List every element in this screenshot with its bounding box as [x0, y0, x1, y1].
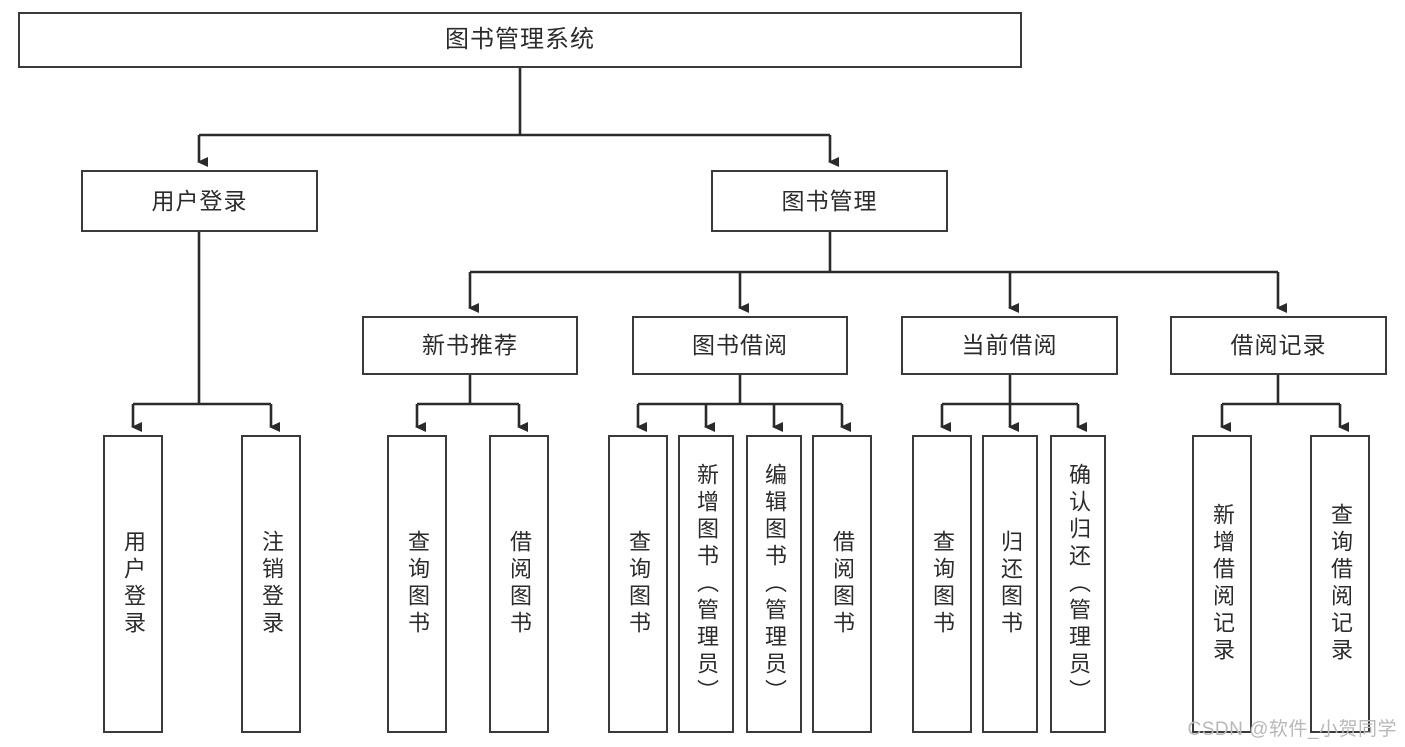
node-label: 编辑图书（管理员） [762, 462, 787, 706]
node-label: 借阅图书 [507, 530, 532, 638]
node-label: 查询图书 [626, 530, 651, 638]
leaf-record-query-record[interactable]: 查询借阅记录 [1310, 435, 1370, 733]
leaf-user-login-logout[interactable]: 注销登录 [241, 435, 301, 733]
leaf-current-return-book[interactable]: 归还图书 [982, 435, 1038, 733]
node-book-borrow[interactable]: 图书借阅 [632, 316, 848, 375]
node-label: 查询图书 [405, 530, 430, 638]
leaf-current-query-book[interactable]: 查询图书 [912, 435, 972, 733]
node-label: 用户登录 [121, 530, 146, 638]
node-label: 新增图书（管理员） [694, 462, 719, 706]
watermark-text: CSDN @软件_小贺同学 [1187, 719, 1397, 740]
node-current-borrow[interactable]: 当前借阅 [901, 316, 1118, 375]
node-label: 确认归还（管理员） [1066, 462, 1091, 706]
node-root-book-management-system[interactable]: 图书管理系统 [18, 12, 1022, 68]
node-label: 图书管理系统 [445, 26, 595, 53]
node-label: 图书借阅 [692, 332, 788, 359]
node-book-management[interactable]: 图书管理 [711, 170, 948, 232]
node-label: 新增借阅记录 [1210, 503, 1235, 665]
leaf-borrow-edit-book-admin[interactable]: 编辑图书（管理员） [746, 435, 802, 733]
leaf-record-add-record[interactable]: 新增借阅记录 [1192, 435, 1252, 733]
node-label: 注销登录 [259, 530, 284, 638]
node-label: 查询借阅记录 [1328, 503, 1353, 665]
node-label: 用户登录 [151, 187, 248, 214]
leaf-current-confirm-return-admin[interactable]: 确认归还（管理员） [1050, 435, 1106, 733]
node-borrow-record[interactable]: 借阅记录 [1170, 316, 1387, 375]
leaf-borrow-borrow-book[interactable]: 借阅图书 [812, 435, 872, 733]
node-label: 借阅记录 [1230, 332, 1327, 359]
node-user-login[interactable]: 用户登录 [81, 170, 318, 232]
node-new-book-recommend[interactable]: 新书推荐 [362, 316, 578, 375]
node-label: 借阅图书 [830, 530, 855, 638]
leaf-recommend-borrow-book[interactable]: 借阅图书 [489, 435, 549, 733]
node-label: 当前借阅 [961, 332, 1058, 359]
leaf-recommend-query-book[interactable]: 查询图书 [387, 435, 447, 733]
node-label: 归还图书 [998, 530, 1023, 638]
node-label: 图书管理 [781, 187, 878, 214]
leaf-borrow-query-book[interactable]: 查询图书 [608, 435, 668, 733]
node-label: 新书推荐 [422, 332, 518, 359]
leaf-user-login-login[interactable]: 用户登录 [103, 435, 163, 733]
node-label: 查询图书 [930, 530, 955, 638]
leaf-borrow-add-book-admin[interactable]: 新增图书（管理员） [678, 435, 734, 733]
